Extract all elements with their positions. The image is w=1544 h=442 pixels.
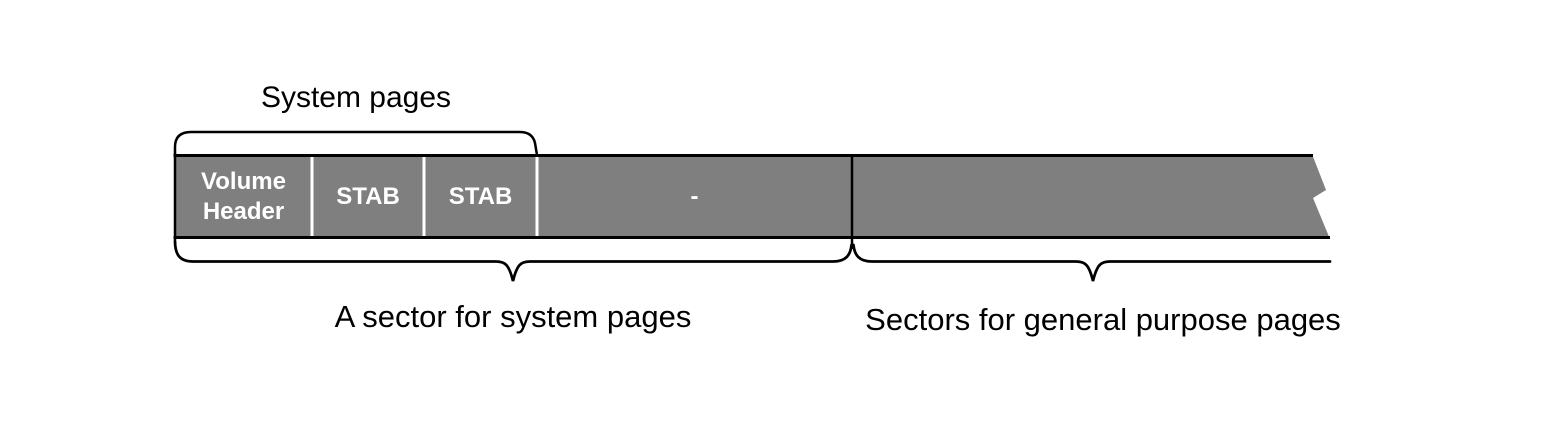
storage-bar-shape (175, 154, 1330, 239)
system-sector-label: A sector for system pages (334, 299, 692, 334)
general-sectors-brace (852, 243, 1332, 282)
cell-general-purpose (852, 154, 1310, 239)
system-sector-brace (173, 239, 853, 282)
general-sectors-label: Sectors for general purpose pages (865, 302, 1341, 337)
system-pages-bracket (173, 130, 539, 157)
system-pages-label: System pages (260, 81, 452, 114)
cell-stab-2: STAB (448, 182, 513, 210)
cell-stab-1: STAB (336, 182, 400, 210)
cell-volume-header: Volume Header (201, 167, 286, 225)
cell-dash: - (690, 182, 699, 210)
